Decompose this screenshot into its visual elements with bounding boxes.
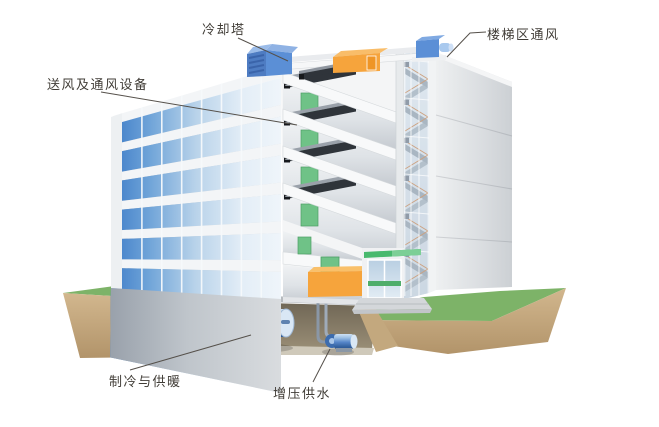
facade-mullion [161, 101, 163, 292]
door-sliver [297, 236, 312, 255]
stairwell-floor-line [403, 135, 430, 139]
right-wall [436, 52, 512, 290]
facade-corner-column [111, 113, 122, 289]
facade-mullion [180, 95, 183, 293]
stair-vent-top [416, 35, 445, 41]
penthouse-door [366, 55, 377, 71]
entrance-sign-band-light [392, 249, 421, 257]
earth-right [352, 288, 566, 354]
entrance [352, 248, 432, 314]
air-duct-top [284, 173, 356, 191]
air-duct-grille-slat [285, 122, 289, 123]
stair-railing [404, 102, 429, 118]
label-stair-ventilation: 楼梯区通风 [487, 28, 560, 43]
stair-railing [404, 116, 429, 132]
stair-railing [404, 254, 429, 270]
leader-cooling-heating [129, 334, 252, 371]
air-duct-grille-slat [285, 196, 289, 197]
glass-facade [110, 66, 282, 393]
basement-bevel-right [356, 305, 398, 352]
stairwell-floor-line [403, 173, 430, 177]
stair-vent-unit [416, 39, 439, 58]
stair-railing [404, 192, 429, 208]
pump-endcap [350, 334, 358, 349]
equipment-box-top [308, 266, 368, 272]
right-wall-parapet [436, 52, 512, 87]
leader-lines [100, 31, 487, 383]
air-duct-top [284, 99, 356, 117]
facade-slab-band [112, 104, 281, 154]
stair-railing [404, 154, 429, 170]
right-wall-panel-line [435, 175, 513, 190]
right-wall-panel-line [435, 114, 513, 137]
equipment-box-front [308, 271, 362, 297]
stair-landing [404, 62, 409, 67]
entrance-transom-bar [368, 281, 401, 286]
stair-landing [404, 214, 409, 219]
label-cooling-heating: 制冷与供暖 [109, 375, 182, 390]
label-air-supply: 送风及通风设备 [47, 78, 149, 93]
roof-equipment [247, 35, 454, 80]
facade-slab-band [111, 221, 281, 240]
facade-slab-band [112, 143, 281, 182]
facade-slab-band [111, 259, 281, 272]
facade-mullion [220, 83, 223, 296]
stair-railing [404, 216, 429, 232]
interior-floors [282, 62, 397, 260]
cooling-tower-top [266, 44, 298, 53]
pump-foot [336, 348, 352, 352]
roof-duct-grille [299, 74, 304, 80]
facade-mullion [141, 107, 143, 291]
facade-mullion [200, 89, 203, 294]
cooling-tower-louvers [248, 54, 265, 74]
stair-landing [404, 176, 409, 181]
booster-pump-body [334, 334, 354, 349]
corner-column [429, 50, 436, 293]
elevator-door [300, 203, 319, 227]
stairwell-floor-line [403, 97, 430, 101]
stair-railing [404, 78, 429, 94]
tank-endcap-slot [281, 320, 290, 324]
facade-slab-band [112, 66, 282, 125]
stair-vent-fan-cap [448, 43, 454, 52]
facade-slab-band [111, 182, 282, 211]
pump-volute-center [329, 338, 335, 344]
stair-railing [404, 140, 429, 156]
stair-landing [404, 100, 409, 105]
leader-stair-ventilation [446, 31, 487, 58]
leader-pressurized-water [312, 348, 331, 383]
building [110, 46, 513, 393]
cooling-tower-top [247, 44, 272, 54]
stair-railing [404, 230, 429, 246]
label-cooling-tower: 冷却塔 [202, 23, 246, 38]
air-duct-top [284, 136, 356, 154]
stair-railing [404, 64, 429, 80]
entrance-step-front [352, 309, 432, 314]
label-pressurized-water: 增压供水 [273, 387, 332, 402]
leader-air-supply [100, 91, 298, 126]
stair-landing [404, 138, 409, 143]
leader-cooling-tower [237, 37, 289, 62]
water-pipe [316, 302, 334, 344]
air-duct-grille-slat [285, 85, 289, 86]
cooling-tower-right [266, 50, 292, 76]
right-wall-panel-line [435, 236, 513, 243]
penthouse-top [333, 48, 388, 57]
stair-railing [404, 178, 429, 194]
facade-mullion [260, 71, 263, 298]
stairwell-floor-line [403, 211, 430, 215]
facade-spandrel-band [110, 288, 282, 393]
stair-railing [404, 268, 429, 284]
facade-mullion [240, 77, 243, 297]
air-duct-grille-slat [285, 159, 289, 160]
stair-vent-fan [439, 43, 451, 52]
